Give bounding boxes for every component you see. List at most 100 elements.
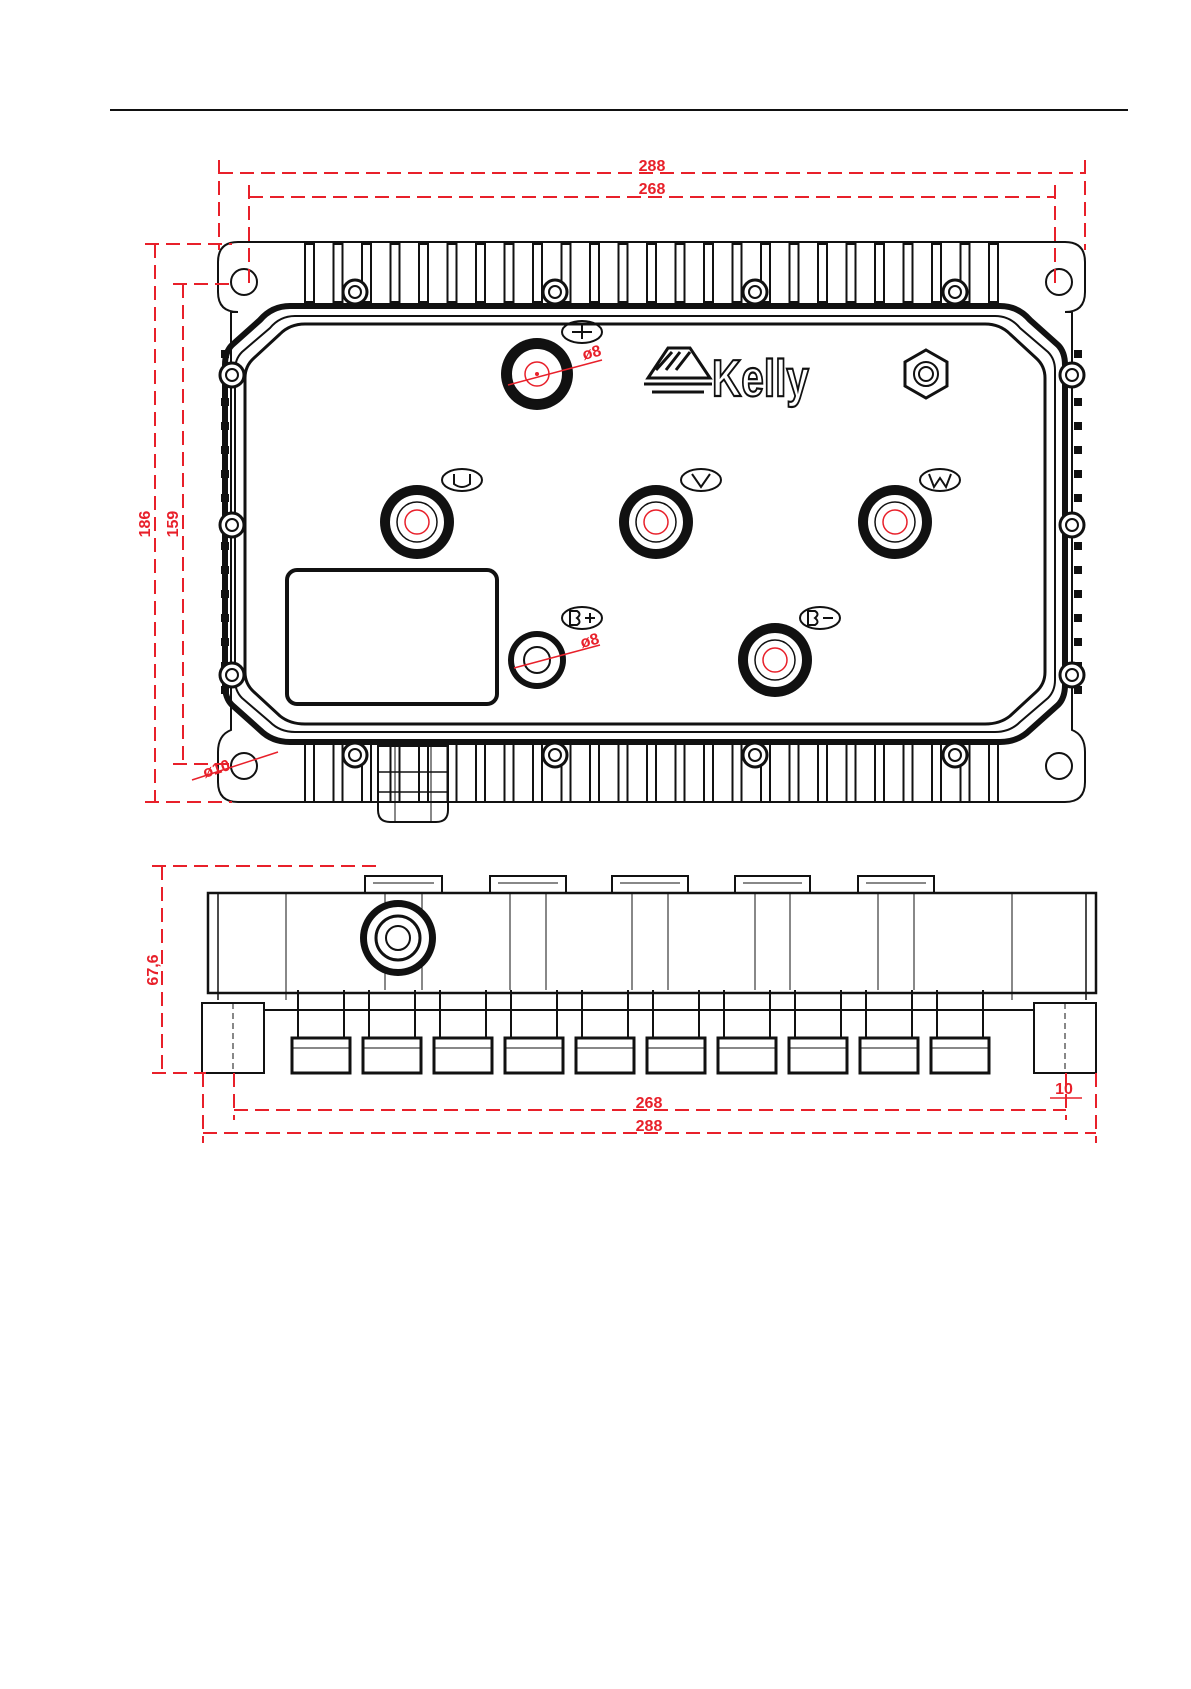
heatsink-fins-top — [305, 244, 998, 302]
fin — [904, 744, 913, 802]
screw-icon — [220, 513, 244, 537]
dim-side-flange: 10 — [1050, 1081, 1082, 1098]
fin — [989, 744, 998, 802]
terminal-w — [858, 485, 932, 559]
screw-icon — [1060, 363, 1084, 387]
fin — [790, 244, 799, 302]
terminal-w-icon — [920, 469, 960, 491]
fin — [647, 744, 656, 802]
terminal-plus — [501, 338, 573, 410]
fin — [875, 744, 884, 802]
fin — [419, 244, 428, 302]
mount-hole-bottom-right — [1046, 753, 1072, 779]
top-view: Kelly — [137, 158, 1085, 822]
fin — [590, 744, 599, 802]
base-fin-block — [576, 990, 634, 1073]
dim-label-268-top: 268 — [639, 181, 666, 198]
fin-stub — [1074, 614, 1082, 622]
screw-icon — [220, 363, 244, 387]
fin — [704, 244, 713, 302]
dim-label-10: 10 — [1055, 1081, 1073, 1098]
fin — [733, 244, 742, 302]
kelly-logo: Kelly — [644, 348, 809, 407]
label-plate — [287, 570, 497, 704]
dim-label-mount-hole: ø10 — [201, 757, 233, 782]
terminal-b-minus-icon — [800, 607, 840, 629]
fin — [448, 244, 457, 302]
fin — [619, 744, 628, 802]
heatsink-fins-side-view — [264, 990, 1034, 1073]
screw-icon — [943, 280, 967, 304]
fin — [847, 744, 856, 802]
fin-stub — [1074, 350, 1082, 358]
base-fin-block — [789, 990, 847, 1073]
fin — [505, 744, 514, 802]
side-body — [208, 893, 1096, 993]
fin-stub — [1074, 470, 1082, 478]
fin-stub — [1074, 446, 1082, 454]
side-view: 67,6 268 288 10 — [145, 866, 1096, 1143]
screw-icon — [743, 280, 767, 304]
fin-stub — [1074, 542, 1082, 550]
fin — [334, 244, 343, 302]
screw-icon — [343, 280, 367, 304]
dim-label-186: 186 — [137, 511, 154, 538]
fin — [305, 744, 314, 802]
dim-label-268-side: 268 — [636, 1095, 663, 1112]
fin — [676, 744, 685, 802]
screw-icon — [543, 743, 567, 767]
mount-hole-top-left — [231, 269, 257, 295]
screw-icon — [943, 743, 967, 767]
dim-overall-width-top: 288 — [219, 158, 1085, 250]
screw-icon — [743, 743, 767, 767]
brand-logo-text: Kelly — [712, 349, 809, 407]
base-fin-block — [931, 990, 989, 1073]
base-fin-block — [434, 990, 492, 1073]
base-fin-block — [860, 990, 918, 1073]
screw-icon — [1060, 513, 1084, 537]
screw-icon — [543, 280, 567, 304]
terminal-b-plus-icon — [562, 607, 602, 629]
dim-label-67-6: 67,6 — [145, 954, 162, 985]
fin — [932, 244, 941, 302]
fin-stub — [1074, 398, 1082, 406]
dim-label-288-side: 288 — [636, 1118, 663, 1135]
base-fin-block — [718, 990, 776, 1073]
fin — [704, 744, 713, 802]
terminal-u — [380, 485, 454, 559]
dim-label-terminal-small: ø8 — [579, 631, 602, 652]
base-fin-block — [292, 990, 350, 1073]
fin — [476, 744, 485, 802]
fin — [533, 744, 542, 802]
fin — [590, 244, 599, 302]
fin — [733, 744, 742, 802]
base-fin-block — [363, 990, 421, 1073]
fin — [904, 244, 913, 302]
fin — [790, 744, 799, 802]
fin — [847, 244, 856, 302]
fin-stub — [1074, 590, 1082, 598]
dim-side-hole-spacing: 268 — [234, 1073, 1066, 1120]
fin — [476, 244, 485, 302]
fin — [932, 744, 941, 802]
fin-stub — [1074, 638, 1082, 646]
fin — [391, 244, 400, 302]
mount-hole-top-right — [1046, 269, 1072, 295]
fin — [305, 244, 314, 302]
base-fin-block — [505, 990, 563, 1073]
side-cable-gland — [360, 900, 436, 976]
fin — [989, 244, 998, 302]
fin — [676, 244, 685, 302]
fin-stub — [1074, 422, 1082, 430]
fin — [875, 244, 884, 302]
terminal-v — [619, 485, 693, 559]
fin — [619, 244, 628, 302]
dim-label-288-top: 288 — [639, 158, 666, 175]
dim-overall-height: 186 — [137, 244, 232, 802]
fin — [419, 744, 428, 802]
terminal-v-icon — [681, 469, 721, 491]
fin — [818, 244, 827, 302]
fin — [818, 744, 827, 802]
